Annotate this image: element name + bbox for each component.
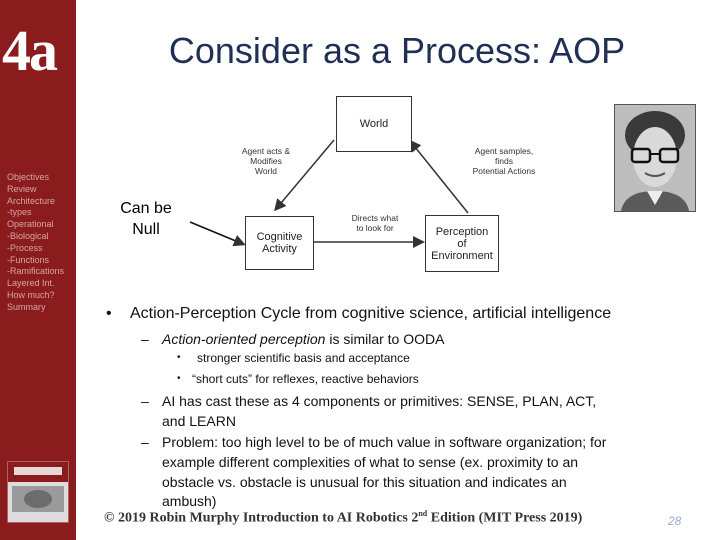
directs-line2: to look for bbox=[356, 223, 394, 233]
sub1a-text: stronger scientific basis and acceptance bbox=[197, 351, 410, 365]
agent-samples-line1: Agent samples, bbox=[474, 146, 534, 156]
book-cover-image bbox=[8, 462, 68, 522]
outline-item[interactable]: Operational bbox=[7, 219, 54, 230]
outline-item[interactable]: -types bbox=[7, 207, 32, 218]
cognitive-label-line1: Cognitive bbox=[256, 231, 303, 243]
slide-title: Consider as a Process: AOP bbox=[168, 30, 626, 71]
perception-box: Perception of Environment bbox=[425, 215, 499, 272]
outline-item[interactable]: -Process bbox=[7, 242, 43, 253]
outline-item[interactable]: -Ramifications bbox=[7, 266, 65, 277]
agent-samples-line2: finds bbox=[495, 156, 513, 166]
sub1a-marker: • bbox=[177, 352, 181, 363]
agent-samples-line3: Potential Actions bbox=[472, 166, 536, 176]
sub3-line1: Problem: too high level to be of much va… bbox=[162, 434, 607, 450]
sub1-italic: Action-oriented perception bbox=[162, 331, 326, 347]
sub3-line2: example different complexities of what t… bbox=[162, 454, 579, 470]
outline-item[interactable]: Objectives bbox=[7, 172, 50, 182]
sub3-dash: – bbox=[141, 434, 149, 450]
outline-item[interactable]: -Functions bbox=[7, 254, 50, 265]
sub3-line4: ambush) bbox=[162, 493, 217, 509]
sub2-dash: – bbox=[141, 393, 149, 409]
agent-acts-line3: World bbox=[254, 166, 278, 176]
outline-item[interactable]: Layered Int. bbox=[7, 278, 55, 289]
directs-label: Directs what to look for bbox=[340, 213, 410, 233]
main-bullet-text: Action-Perception Cycle from cognitive s… bbox=[130, 305, 612, 322]
perception-label-line2: of bbox=[457, 237, 467, 250]
sub3-line3: obstacle vs. obstacle is unusual for thi… bbox=[162, 474, 567, 490]
world-box: World bbox=[336, 96, 412, 152]
portrait-image bbox=[615, 105, 695, 211]
null-annotation-line1: Can be bbox=[120, 200, 172, 217]
page-number: 28 bbox=[668, 514, 682, 528]
agent-samples-label: Agent samples, finds Potential Actions bbox=[458, 146, 550, 176]
sub2-line2: and LEARN bbox=[162, 413, 236, 429]
main-bullet-marker: • bbox=[106, 305, 112, 322]
footer-post: Edition (MIT Press 2019) bbox=[427, 510, 583, 526]
sidebar: 4a Objectives Review Architecture -types… bbox=[0, 0, 76, 540]
sub1-text: Action-oriented perception is similar to… bbox=[162, 331, 444, 347]
cognitive-activity-box: Cognitive Activity bbox=[245, 216, 314, 270]
outline-item[interactable]: Architecture bbox=[7, 195, 56, 206]
sub1b-marker: • bbox=[177, 373, 181, 384]
agent-acts-line1: Agent acts & bbox=[241, 146, 291, 156]
world-label: World bbox=[359, 118, 389, 130]
outline-item[interactable]: -Biological bbox=[7, 230, 49, 241]
sub1-dash: – bbox=[141, 331, 149, 347]
portrait-photo bbox=[614, 104, 696, 212]
cognitive-label-line2: Activity bbox=[262, 243, 297, 255]
null-annotation: Can be Null bbox=[106, 198, 186, 240]
outline-item[interactable]: Summary bbox=[7, 301, 46, 312]
agent-acts-label: Agent acts & Modifies World bbox=[228, 146, 304, 176]
copyright-footer: © 2019 Robin Murphy Introduction to AI R… bbox=[104, 509, 582, 527]
sub2-line1: AI has cast these as 4 components or pri… bbox=[162, 393, 597, 409]
footer-sup: nd bbox=[418, 509, 428, 518]
directs-line1: Directs what bbox=[351, 213, 399, 223]
sub1b-text: “short cuts” for reflexes, reactive beha… bbox=[192, 372, 419, 386]
perception-label-line1: Perception bbox=[435, 225, 489, 238]
null-annotation-line2: Null bbox=[132, 221, 160, 238]
outline-list: Objectives Review Architecture -types Op… bbox=[7, 172, 64, 314]
agent-acts-line2: Modifies bbox=[250, 156, 282, 166]
outline-item[interactable]: Review bbox=[7, 183, 37, 194]
footer-pre: © 2019 Robin Murphy Introduction to AI R… bbox=[104, 510, 419, 526]
outline-item[interactable]: How much? bbox=[7, 289, 55, 300]
sub1-rest: is similar to OODA bbox=[325, 331, 445, 347]
perception-label-line3: Environment bbox=[431, 249, 493, 262]
chapter-number: 4a bbox=[2, 18, 58, 83]
